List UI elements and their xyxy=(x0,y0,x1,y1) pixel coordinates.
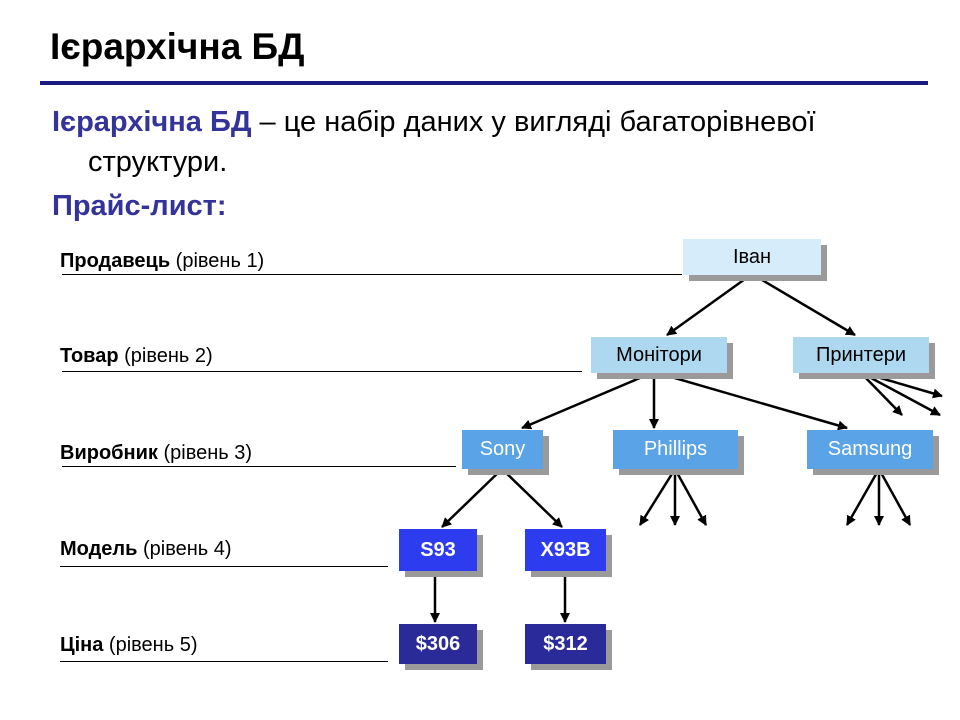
level-note: (рівень 3) xyxy=(157,442,253,464)
edge-monitors-sony xyxy=(521,370,655,430)
level-name: Товар xyxy=(60,345,119,367)
node-model-x93b: X93B xyxy=(525,529,606,571)
edge-seller-monitors xyxy=(666,272,753,337)
level-label-seller: Продавець (рівень 1) xyxy=(60,250,264,273)
level-name: Ціна xyxy=(60,634,104,656)
level-guide-line xyxy=(62,466,456,467)
level-guide-line xyxy=(62,274,682,275)
slide-title: Ієрархічна БД xyxy=(50,26,305,67)
node-seller: Іван xyxy=(683,239,821,275)
node-price-306: $306 xyxy=(399,624,477,664)
edge-sony-x93b xyxy=(501,468,563,528)
edge-monitors-samsung xyxy=(653,370,848,431)
level-note: (рівень 4) xyxy=(137,538,232,560)
edge-printers-out xyxy=(859,370,941,417)
level-guide-line xyxy=(60,661,388,662)
level-name: Виробник xyxy=(60,442,158,464)
definition-text: – це набір даних у вигляді багаторівнево… xyxy=(251,106,816,138)
node-phillips: Phillips xyxy=(613,430,738,469)
level-guide-line xyxy=(62,371,582,372)
level-name: Продавець xyxy=(60,250,171,272)
node-samsung: Samsung xyxy=(807,430,933,469)
edge-seller-printers xyxy=(751,272,856,337)
edge-sony-s93 xyxy=(441,468,503,528)
level-note: (рівень 2) xyxy=(118,345,213,367)
price-list-heading: Прайс-лист: xyxy=(52,190,227,222)
edge-samsung-out xyxy=(877,468,912,526)
title-divider xyxy=(40,81,928,85)
node-monitors: Монітори xyxy=(591,337,727,373)
level-label-product: Товар (рівень 2) xyxy=(60,345,213,368)
definition-paragraph: Ієрархічна БД – це набір даних у вигляді… xyxy=(52,102,932,182)
node-model-s93: S93 xyxy=(399,529,477,571)
level-note: (рівень 1) xyxy=(170,250,265,272)
node-printers: Принтери xyxy=(793,337,929,373)
level-note: (рівень 5) xyxy=(103,634,198,656)
definition-term: Ієрархічна БД xyxy=(52,106,252,138)
edge-phillips-out xyxy=(673,468,708,526)
level-label-price: Ціна (рівень 5) xyxy=(60,634,198,657)
edge-samsung-out xyxy=(845,468,881,526)
definition-text-continued: структури. xyxy=(88,146,228,178)
edge-printers-out xyxy=(859,371,903,416)
edge-phillips-out xyxy=(638,468,677,526)
level-name: Модель xyxy=(60,538,138,560)
level-label-model: Модель (рівень 4) xyxy=(60,538,232,561)
level-label-manufacturer: Виробник (рівень 3) xyxy=(60,442,252,465)
edge-printers-out xyxy=(859,370,943,399)
level-guide-line xyxy=(60,566,388,567)
node-price-312: $312 xyxy=(525,624,606,664)
node-sony: Sony xyxy=(462,430,543,469)
